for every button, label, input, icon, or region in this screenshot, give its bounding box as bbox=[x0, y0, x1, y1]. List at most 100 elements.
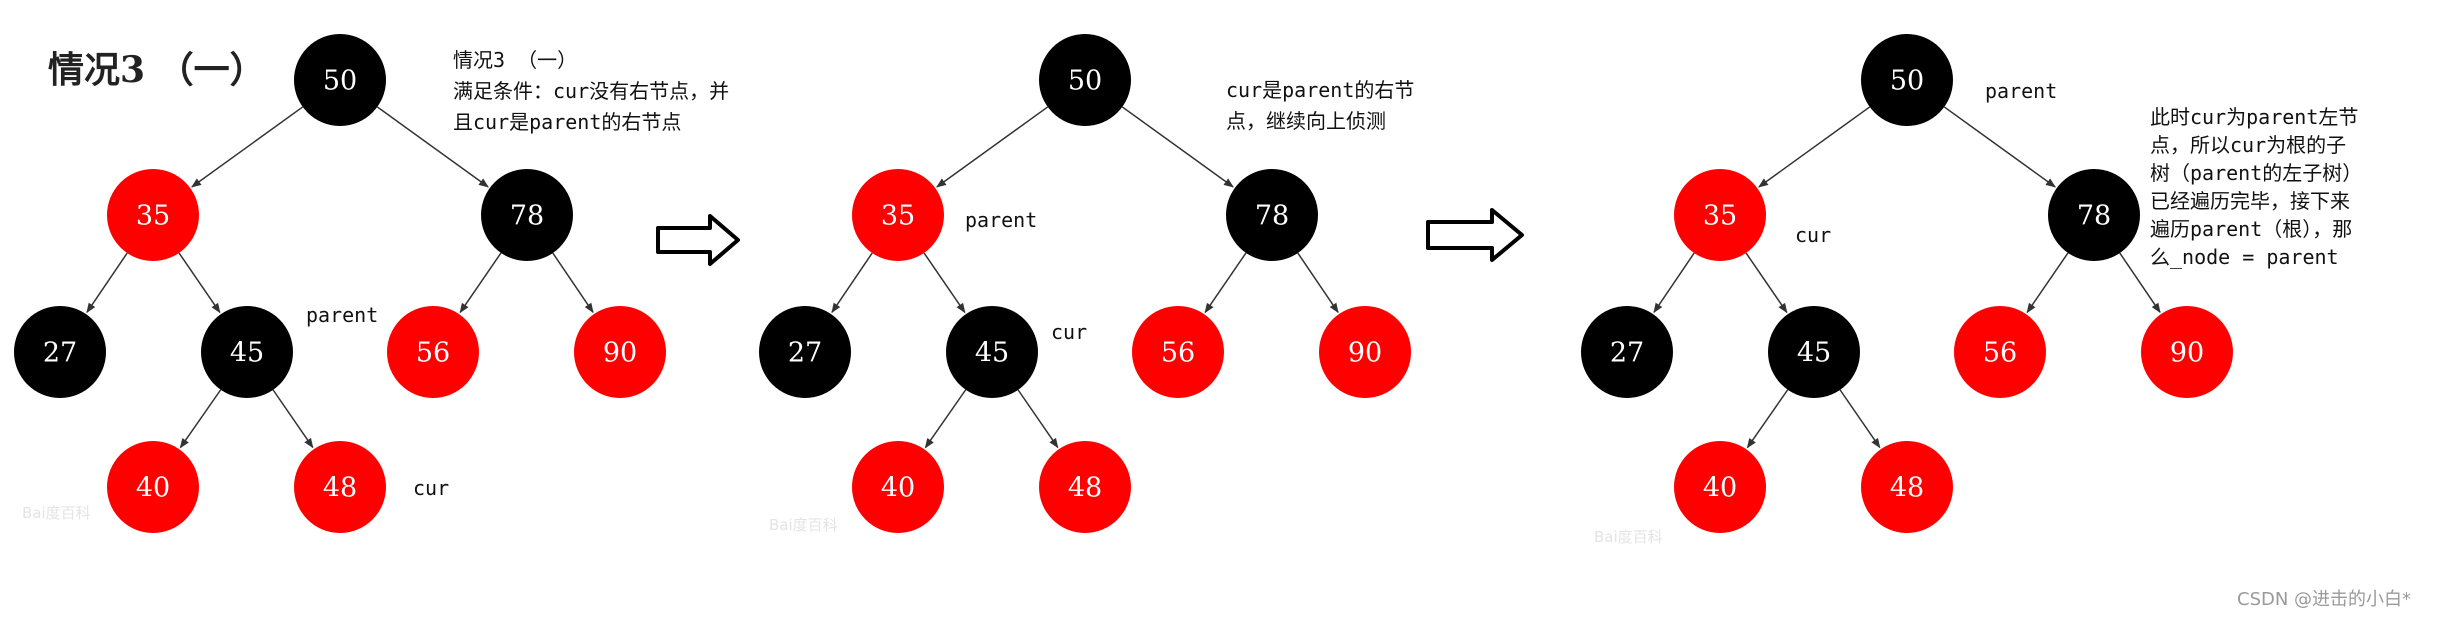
node-circle bbox=[1674, 441, 1766, 533]
csdn-footer: CSDN @进击的小白* bbox=[2237, 589, 2411, 610]
panel-note-line: 点，继续向上侦测 bbox=[1226, 109, 1386, 133]
node-circle bbox=[1861, 441, 1953, 533]
tree-edge bbox=[1746, 389, 1789, 449]
node-value: 45 bbox=[230, 338, 264, 369]
pointer-label-cur: cur bbox=[1051, 320, 1087, 344]
node-circle bbox=[107, 441, 199, 533]
tree-edge bbox=[936, 106, 1049, 188]
node-circle bbox=[2141, 306, 2233, 398]
node-value: 27 bbox=[43, 338, 77, 369]
tree-node-56: 56 bbox=[1132, 306, 1224, 398]
tree-node-45: 45 bbox=[201, 306, 293, 398]
tree-node-27: 27 bbox=[1581, 306, 1673, 398]
pointer-label-parent: parent bbox=[306, 303, 378, 327]
tree-edge bbox=[1943, 106, 2056, 188]
tree-node-35: 35 bbox=[852, 169, 944, 261]
node-circle bbox=[1226, 169, 1318, 261]
tree-edge bbox=[2026, 252, 2069, 314]
tree-node-45: 45 bbox=[1768, 306, 1860, 398]
node-circle bbox=[14, 306, 106, 398]
tree-node-56: 56 bbox=[1954, 306, 2046, 398]
tree-node-48: 48 bbox=[1861, 441, 1953, 533]
node-value: 50 bbox=[1068, 66, 1102, 97]
tree-node-35: 35 bbox=[107, 169, 199, 261]
tree-edge bbox=[86, 252, 128, 314]
tree-edge bbox=[376, 106, 489, 188]
tree-edge bbox=[1017, 389, 1059, 449]
node-value: 27 bbox=[788, 338, 822, 369]
watermark: Bai度百科 bbox=[769, 516, 838, 534]
tree-node-90: 90 bbox=[1319, 306, 1411, 398]
panel-note-line: 此时cur为parent左节 bbox=[2150, 105, 2358, 129]
tree-edge bbox=[1839, 389, 1881, 449]
node-value: 45 bbox=[1797, 338, 1831, 369]
tree-node-90: 90 bbox=[574, 306, 666, 398]
node-circle bbox=[2048, 169, 2140, 261]
tree-node-35: 35 bbox=[1674, 169, 1766, 261]
node-value: 48 bbox=[323, 473, 357, 504]
panel-note-line: 点，所以cur为根的子 bbox=[2150, 133, 2346, 157]
tree-edge bbox=[459, 252, 502, 314]
tree-edge bbox=[831, 252, 873, 314]
node-value: 35 bbox=[881, 201, 915, 232]
transition-arrow-icon bbox=[1426, 208, 1524, 262]
tree-node-48: 48 bbox=[294, 441, 386, 533]
node-value: 90 bbox=[1348, 338, 1382, 369]
node-value: 78 bbox=[2077, 201, 2111, 232]
tree-edge bbox=[1758, 106, 1871, 188]
node-value: 35 bbox=[1703, 201, 1737, 232]
tree-edge bbox=[552, 252, 594, 314]
tree-node-78: 78 bbox=[1226, 169, 1318, 261]
node-value: 40 bbox=[136, 473, 170, 504]
node-circle bbox=[1132, 306, 1224, 398]
tree-node-50: 50 bbox=[1039, 34, 1131, 126]
tree-node-56: 56 bbox=[387, 306, 479, 398]
node-value: 27 bbox=[1610, 338, 1644, 369]
node-value: 35 bbox=[136, 201, 170, 232]
tree-edge bbox=[924, 389, 967, 449]
panel-note-line: 树（parent的左子树） bbox=[2150, 161, 2362, 185]
case-title: 情况3 （一） bbox=[48, 49, 266, 91]
tree-edge bbox=[1121, 106, 1234, 188]
tree-edge bbox=[1297, 252, 1339, 314]
tree-edge bbox=[923, 252, 966, 314]
node-circle bbox=[946, 306, 1038, 398]
panel-note-line: 遍历parent（根），那 bbox=[2150, 217, 2352, 241]
panel-note-line: 么_node = parent bbox=[2150, 245, 2339, 269]
watermark: Bai度百科 bbox=[1594, 528, 1663, 546]
node-circle bbox=[1954, 306, 2046, 398]
node-circle bbox=[1039, 34, 1131, 126]
node-circle bbox=[1768, 306, 1860, 398]
tree-node-45: 45 bbox=[946, 306, 1038, 398]
pointer-label-cur: cur bbox=[1795, 223, 1831, 247]
node-circle bbox=[387, 306, 479, 398]
node-circle bbox=[107, 169, 199, 261]
node-value: 56 bbox=[1983, 338, 2017, 369]
tree-node-40: 40 bbox=[852, 441, 944, 533]
node-circle bbox=[294, 34, 386, 126]
tree-node-27: 27 bbox=[759, 306, 851, 398]
pointer-label-parent: parent bbox=[965, 208, 1037, 232]
node-circle bbox=[1039, 441, 1131, 533]
node-value: 78 bbox=[510, 201, 544, 232]
node-value: 45 bbox=[975, 338, 1009, 369]
pointer-label-cur: cur bbox=[413, 476, 449, 500]
tree-edge bbox=[272, 389, 314, 449]
node-circle bbox=[759, 306, 851, 398]
tree-edge bbox=[178, 252, 221, 314]
node-circle bbox=[574, 306, 666, 398]
tree-node-50: 50 bbox=[294, 34, 386, 126]
node-circle bbox=[1581, 306, 1673, 398]
tree-node-90: 90 bbox=[2141, 306, 2233, 398]
node-circle bbox=[481, 169, 573, 261]
tree-edge bbox=[179, 389, 222, 449]
node-value: 56 bbox=[1161, 338, 1195, 369]
panel-note-line: 满足条件：cur没有右节点，并 bbox=[453, 79, 729, 103]
node-value: 48 bbox=[1890, 473, 1924, 504]
node-value: 50 bbox=[323, 66, 357, 97]
node-circle bbox=[852, 169, 944, 261]
